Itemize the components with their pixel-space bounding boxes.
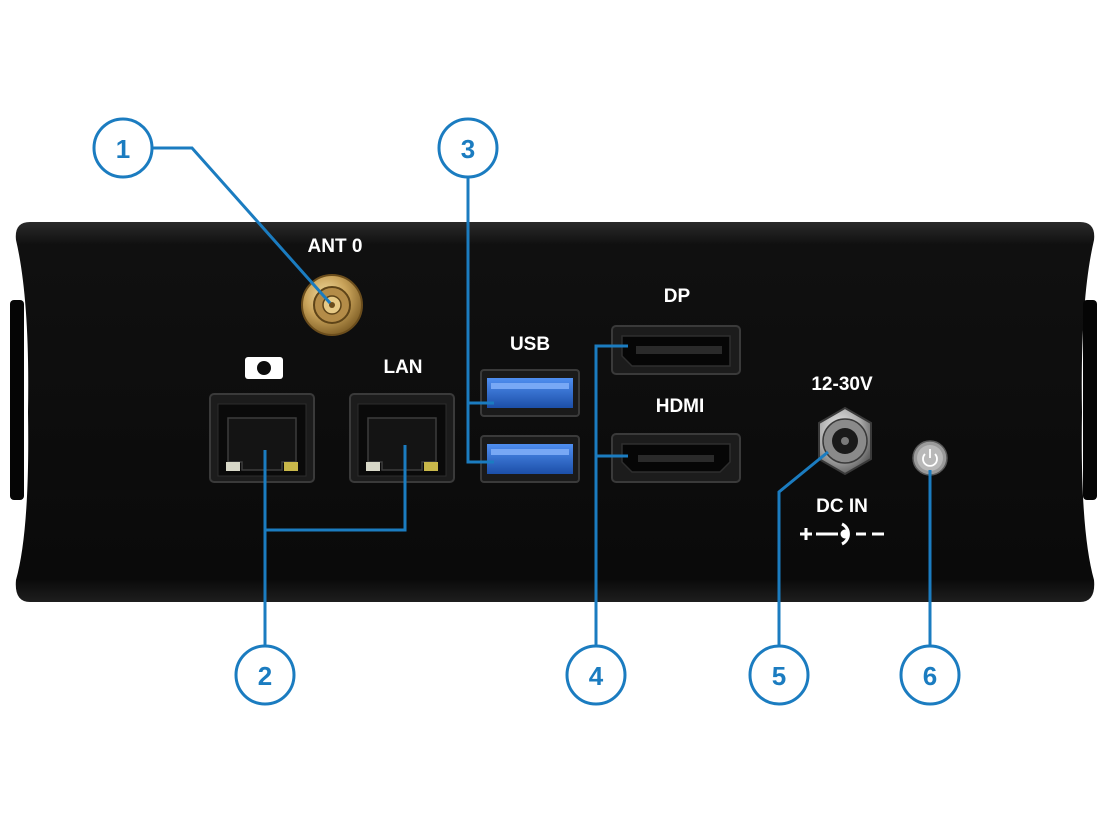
voltage-label: 12-30V <box>811 374 873 395</box>
callout-3-number: 3 <box>461 134 475 164</box>
callout-2: 2 <box>234 644 296 706</box>
dp-label: DP <box>664 286 691 307</box>
leader-line-2 <box>263 445 407 532</box>
leader-line-5 <box>777 450 829 646</box>
leader-lines <box>153 146 932 646</box>
callout-4-number: 4 <box>589 661 604 691</box>
ethernet-port-camera <box>209 393 315 483</box>
callout-4: 4 <box>565 644 627 706</box>
leader-line-4 <box>594 344 628 646</box>
leader-line-3 <box>466 178 494 464</box>
hdmi-label: HDMI <box>656 396 705 417</box>
antenna-connector <box>301 274 363 336</box>
hdmi-port <box>611 433 741 483</box>
usb-port-top <box>480 369 580 417</box>
antenna-label: ANT 0 <box>308 236 363 257</box>
callout-1: 1 <box>92 117 154 179</box>
dc-power-jack <box>818 406 872 476</box>
leader-line-1 <box>153 146 332 304</box>
dc-polarity-icon <box>800 522 884 546</box>
callout-3: 3 <box>437 117 499 179</box>
callout-5-number: 5 <box>772 661 786 691</box>
ethernet-port-lan <box>349 393 455 483</box>
camera-icon <box>245 357 283 379</box>
callout-6-number: 6 <box>923 661 937 691</box>
usb-label: USB <box>510 334 550 355</box>
usb-port-bottom <box>480 435 580 483</box>
callout-1-number: 1 <box>116 134 130 164</box>
displayport-port <box>611 325 741 375</box>
lan-label: LAN <box>383 357 422 378</box>
callout-6: 6 <box>899 644 961 706</box>
callout-2-number: 2 <box>258 661 272 691</box>
dc-in-label: DC IN <box>816 496 868 517</box>
callout-5: 5 <box>748 644 810 706</box>
power-button-icon <box>912 440 948 476</box>
